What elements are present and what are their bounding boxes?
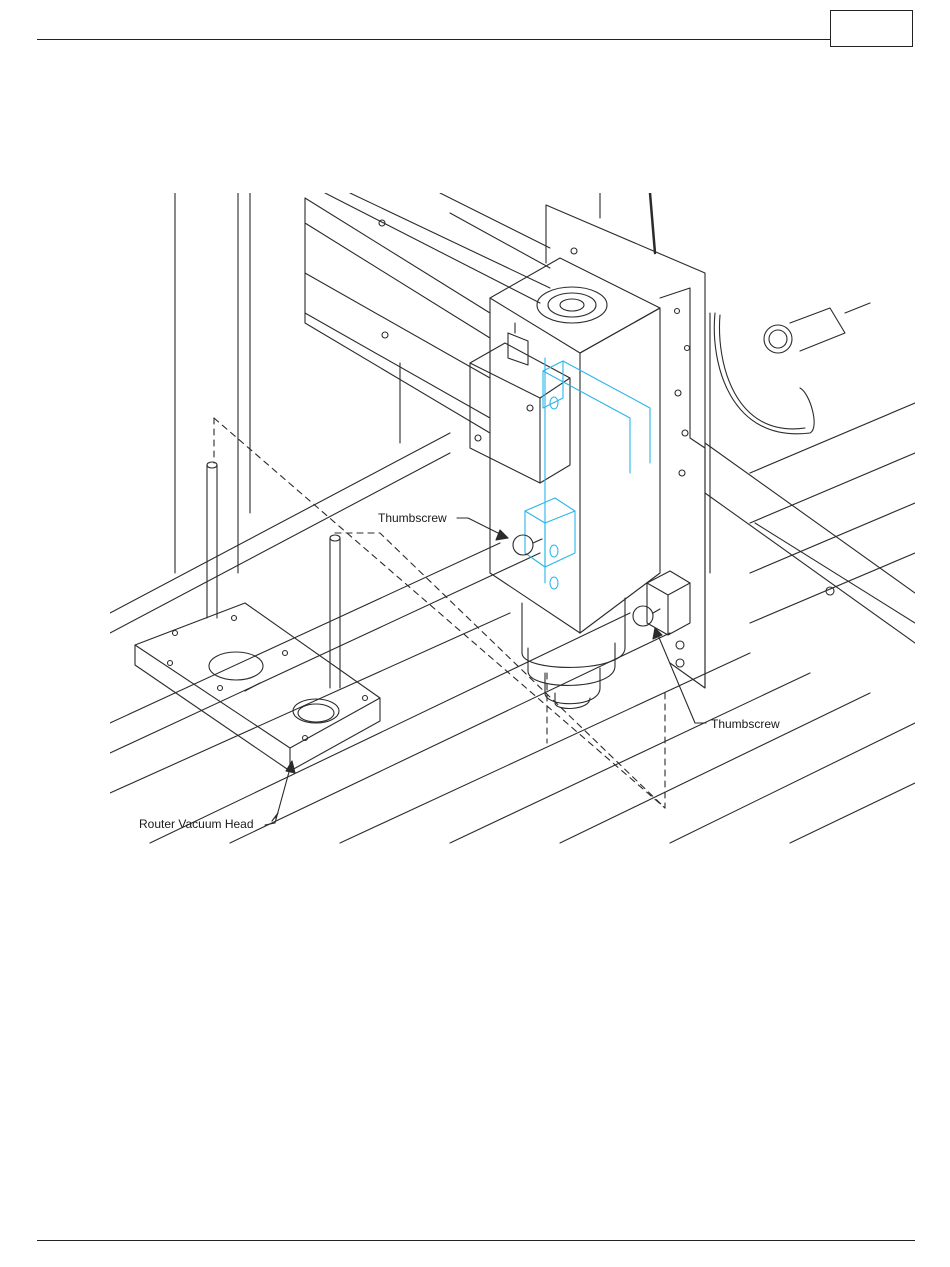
callout-leaders — [265, 518, 706, 825]
assembly-guide-lines — [214, 418, 665, 808]
router-vacuum-head — [135, 603, 380, 771]
spindle-assembly-illustration: Thumbscrew Thumbscrew Router Vacuum Head — [110, 193, 915, 845]
footer-rule — [37, 1240, 915, 1241]
spindle-body — [470, 258, 660, 633]
spindle-collet — [522, 598, 625, 708]
frame-left — [175, 193, 400, 573]
callout-thumbscrew-upper: Thumbscrew — [378, 511, 447, 525]
callout-router-vacuum-head: Router Vacuum Head — [139, 817, 254, 831]
callout-thumbscrew-lower: Thumbscrew — [711, 717, 780, 731]
vacuum-head-posts — [207, 462, 340, 688]
highlighted-mount — [525, 358, 650, 589]
header-rule — [37, 39, 830, 40]
page-number-box — [830, 10, 913, 47]
gantry-beam — [305, 193, 550, 433]
mounting-plate — [660, 288, 705, 688]
